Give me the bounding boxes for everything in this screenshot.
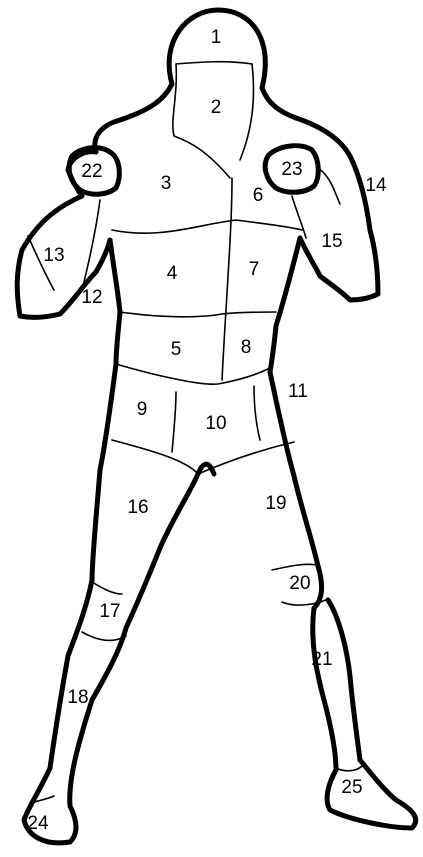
pelvis-line-left [172,392,176,452]
torso-left-side [110,240,120,364]
chin-line [173,64,230,178]
torso-right-side [270,238,300,372]
region-label-22: 22 [81,161,102,182]
left-knee-line-top [92,582,122,594]
region-label-19: 19 [265,493,286,514]
region-label-7: 7 [249,259,260,280]
region-label-24: 24 [27,813,49,834]
sternum-line [222,178,232,380]
region-label-23: 23 [281,159,302,180]
chest-line [112,220,302,233]
region-label-16: 16 [127,497,148,518]
waist-line-lower [116,364,270,384]
right-leg-outline [270,372,416,828]
head-outline [169,10,265,88]
region-label-21: 21 [311,649,332,670]
region-label-11: 11 [288,381,308,402]
waist-line-upper [120,312,276,317]
region-label-1: 1 [211,27,222,48]
right-forearm-line [292,196,306,238]
region-label-18: 18 [67,687,88,708]
region-label-20: 20 [289,573,310,594]
right-knee-line-top [272,564,320,570]
region-label-6: 6 [253,185,264,206]
pelvis-line-right [254,386,260,440]
upper-body-outline-right [262,88,378,300]
region-label-10: 10 [205,413,226,434]
region-label-25: 25 [341,777,362,798]
region-label-2: 2 [211,97,222,118]
region-label-13: 13 [43,245,64,266]
region-label-15: 15 [321,231,342,252]
region-label-14: 14 [365,175,387,196]
region-label-4: 4 [167,263,178,284]
upper-body-outline [17,84,172,317]
right-arm-line [318,168,340,204]
region-label-8: 8 [241,337,252,358]
right-ankle-line [336,766,362,771]
left-knee-line-bottom [82,632,126,640]
region-label-3: 3 [161,173,172,194]
region-label-12: 12 [81,287,102,308]
region-label-9: 9 [137,399,148,420]
jaw-line [240,64,254,160]
neck-line [176,62,252,64]
region-label-17: 17 [99,601,120,622]
region-label-5: 5 [171,339,182,360]
